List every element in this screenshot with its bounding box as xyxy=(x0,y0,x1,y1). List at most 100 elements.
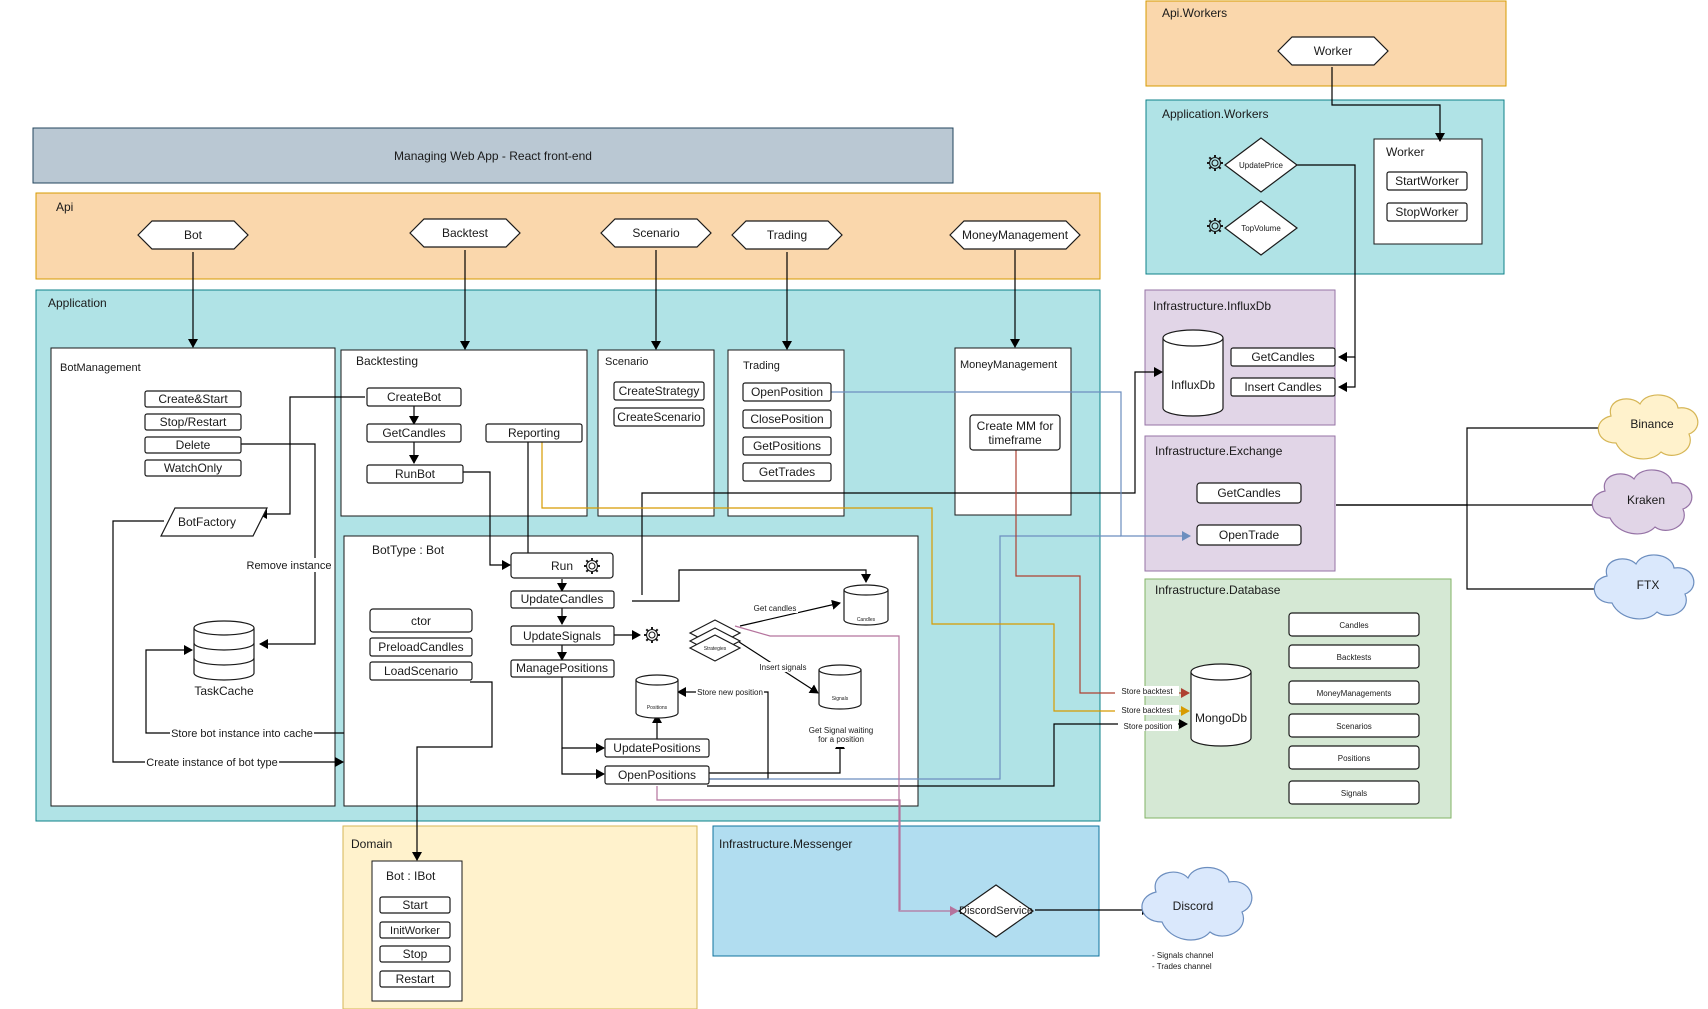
svg-text:TopVolume: TopVolume xyxy=(1241,224,1281,233)
update-signals-button[interactable]: UpdateSignals xyxy=(510,625,615,646)
svg-text:Backtests: Backtests xyxy=(1337,653,1372,662)
open-positions-button[interactable]: OpenPositions xyxy=(604,765,710,785)
svg-text:ClosePosition: ClosePosition xyxy=(750,412,823,426)
insert-signals-edge-label: Insert signals xyxy=(759,663,806,672)
collection-positions[interactable]: Positions xyxy=(1288,745,1420,770)
create-scenario-button[interactable]: CreateScenario xyxy=(613,407,705,427)
strategies-stack[interactable]: Strategies xyxy=(688,619,742,662)
stop-button[interactable]: Stop xyxy=(379,945,451,963)
stop-restart-button[interactable]: Stop/Restart xyxy=(144,413,242,431)
discord-cloud[interactable]: Discord xyxy=(1141,866,1253,941)
task-cache-db[interactable]: TaskCache xyxy=(193,620,255,698)
svg-text:MongoDb: MongoDb xyxy=(1195,711,1247,725)
store-position-label: Store position xyxy=(1124,722,1173,731)
influx-get-candles-button[interactable]: GetCandles xyxy=(1230,347,1336,367)
create-bot-button[interactable]: CreateBot xyxy=(366,387,462,407)
reporting-button[interactable]: Reporting xyxy=(485,423,583,443)
api-endpoint-scenario[interactable]: Scenario xyxy=(600,218,712,248)
svg-text:Kraken: Kraken xyxy=(1627,493,1665,507)
watch-only-button[interactable]: WatchOnly xyxy=(144,459,242,477)
api-endpoint-bot[interactable]: Bot xyxy=(137,220,249,250)
create-start-button[interactable]: Create&Start xyxy=(144,390,242,408)
backtesting-title: Backtesting xyxy=(356,354,418,368)
ftx-cloud[interactable]: FTX xyxy=(1593,554,1695,620)
bot-type-title: BotType : Bot xyxy=(372,543,445,557)
svg-text:ManagePositions: ManagePositions xyxy=(516,661,608,675)
bot-factory-node[interactable]: BotFactory xyxy=(160,507,268,537)
messenger-title: Infrastructure.Messenger xyxy=(719,837,852,851)
get-positions-button[interactable]: GetPositions xyxy=(742,436,832,456)
store-backtest-label-2: Store backtest xyxy=(1121,706,1173,715)
restart-button[interactable]: Restart xyxy=(379,970,451,988)
collection-signals[interactable]: Signals xyxy=(1288,780,1420,805)
svg-text:Reporting: Reporting xyxy=(508,426,560,440)
collection-money-managements[interactable]: MoneyManagements xyxy=(1288,680,1420,705)
domain-title: Domain xyxy=(351,837,392,851)
svg-text:CreateBot: CreateBot xyxy=(387,390,442,404)
update-price-node[interactable]: UpdatePrice xyxy=(1224,137,1298,193)
insert-candles-button[interactable]: Insert Candles xyxy=(1230,377,1336,397)
binance-cloud[interactable]: Binance xyxy=(1597,394,1699,460)
influx-db[interactable]: InfluxDb xyxy=(1162,329,1224,417)
exchange-region: Infrastructure.Exchange xyxy=(1144,435,1336,572)
init-worker-button[interactable]: InitWorker xyxy=(379,921,451,939)
svg-text:RunBot: RunBot xyxy=(395,467,436,481)
load-scenario-button[interactable]: LoadScenario xyxy=(369,661,473,681)
run-bot-button[interactable]: RunBot xyxy=(366,464,464,484)
ctor-button[interactable]: ctor xyxy=(369,608,473,633)
get-trades-button[interactable]: GetTrades xyxy=(742,462,832,482)
api-workers-title: Api.Workers xyxy=(1162,6,1227,20)
svg-text:Candles: Candles xyxy=(857,617,876,623)
candles-db[interactable]: Candles xyxy=(843,584,889,626)
create-strategy-button[interactable]: CreateStrategy xyxy=(613,381,705,401)
svg-text:GetCandles: GetCandles xyxy=(1251,350,1314,364)
svg-text:InfluxDb: InfluxDb xyxy=(1171,378,1215,392)
discord-service-node[interactable]: DiscordService xyxy=(957,884,1035,938)
api-worker-node[interactable]: Worker xyxy=(1277,36,1389,66)
positions-db[interactable]: Positions xyxy=(635,674,679,719)
open-position-button[interactable]: OpenPosition xyxy=(742,382,832,402)
svg-text:Delete: Delete xyxy=(176,438,211,452)
svg-text:Candles: Candles xyxy=(1339,621,1368,630)
discord-channel-trades: - Trades channel xyxy=(1152,962,1212,971)
preload-candles-button[interactable]: PreloadCandles xyxy=(369,637,473,657)
update-positions-button[interactable]: UpdatePositions xyxy=(604,738,710,758)
exchange-title: Infrastructure.Exchange xyxy=(1155,444,1283,458)
signals-db[interactable]: Signals xyxy=(818,664,862,710)
get-candles-edge-label: Get candles xyxy=(754,604,797,613)
manage-positions-button[interactable]: ManagePositions xyxy=(510,659,615,678)
svg-text:Scenario: Scenario xyxy=(632,226,680,240)
open-trade-button[interactable]: OpenTrade xyxy=(1196,524,1302,546)
collection-scenarios[interactable]: Scenarios xyxy=(1288,713,1420,738)
collection-backtests[interactable]: Backtests xyxy=(1288,644,1420,669)
top-volume-node[interactable]: TopVolume xyxy=(1224,200,1298,256)
svg-text:StartWorker: StartWorker xyxy=(1395,174,1459,188)
svg-text:Bot: Bot xyxy=(184,228,203,242)
svg-text:Restart: Restart xyxy=(396,972,435,986)
create-instance-label: Create instance of bot type xyxy=(146,757,277,769)
backtest-get-candles-button[interactable]: GetCandles xyxy=(366,423,462,443)
svg-text:OpenPosition: OpenPosition xyxy=(751,385,823,399)
api-endpoint-trading[interactable]: Trading xyxy=(731,220,843,250)
start-button[interactable]: Start xyxy=(379,896,451,914)
svg-text:BotFactory: BotFactory xyxy=(178,515,236,529)
trading-container: Trading xyxy=(727,349,845,517)
start-worker-button[interactable]: StartWorker xyxy=(1386,171,1468,191)
close-position-button[interactable]: ClosePosition xyxy=(742,409,832,429)
api-endpoint-money-management[interactable]: MoneyManagement xyxy=(949,220,1081,250)
svg-text:OpenPositions: OpenPositions xyxy=(618,768,696,782)
stop-worker-button[interactable]: StopWorker xyxy=(1386,202,1468,222)
api-endpoint-backtest[interactable]: Backtest xyxy=(409,218,521,248)
kraken-cloud[interactable]: Kraken xyxy=(1591,469,1693,535)
mongo-db[interactable]: MongoDb xyxy=(1190,663,1252,747)
delete-button[interactable]: Delete xyxy=(144,436,242,454)
update-candles-button[interactable]: UpdateCandles xyxy=(510,590,615,609)
exchange-get-candles-button[interactable]: GetCandles xyxy=(1196,482,1302,504)
svg-text:WatchOnly: WatchOnly xyxy=(164,461,222,475)
svg-text:Stop: Stop xyxy=(403,947,428,961)
collection-candles[interactable]: Candles xyxy=(1288,612,1420,637)
svg-text:CreateScenario: CreateScenario xyxy=(617,410,701,424)
